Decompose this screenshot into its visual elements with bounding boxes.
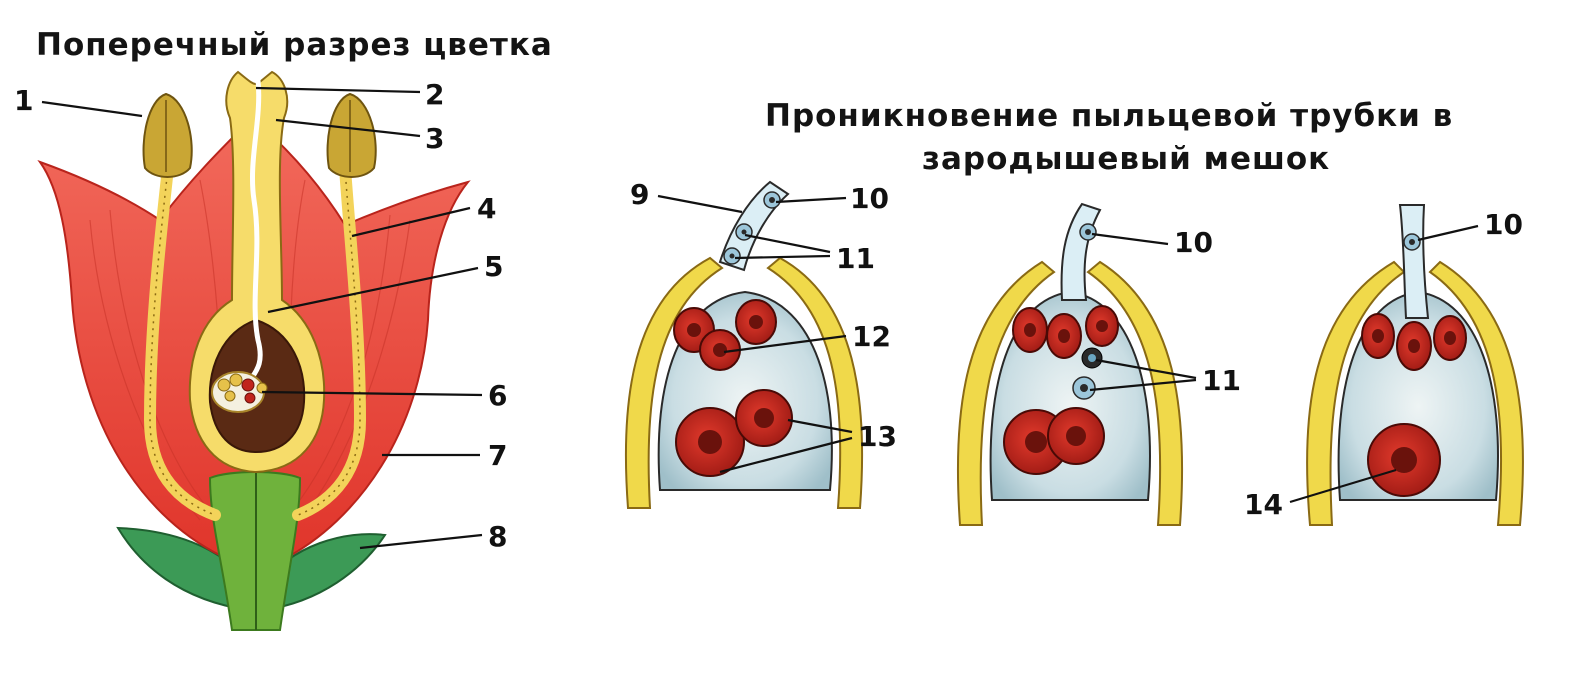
label-12: 12 (852, 320, 891, 353)
central-nuclei-2 (1003, 407, 1105, 475)
egg-apparatus-1 (673, 299, 777, 371)
anther-right (326, 92, 377, 178)
label-14: 14 (1244, 488, 1283, 521)
anther-left (142, 92, 193, 178)
label-10-b: 10 (1174, 226, 1213, 259)
flower-section: 1 2 3 4 5 6 7 8 (14, 70, 507, 631)
sepal-right (260, 533, 387, 612)
pollen-tube-title-line1: Проникновение пыльцевой трубки в (765, 98, 1454, 134)
label-2: 2 (425, 78, 444, 111)
egg-apparatus-3 (1361, 313, 1467, 371)
pollen-tube-3 (1398, 204, 1430, 319)
label-1: 1 (14, 84, 33, 117)
label-13: 13 (858, 420, 897, 453)
label-9: 9 (630, 178, 649, 211)
stage3-leader-lines (1289, 224, 1479, 504)
label-7: 7 (488, 439, 507, 472)
stage2-numbers: 10 11 (1174, 226, 1241, 397)
central-nuclei-1 (675, 389, 793, 477)
pollen-tube-2 (1060, 202, 1102, 301)
ovule-stage-2: 10 11 (956, 202, 1241, 526)
stamen-left-filament (143, 162, 221, 521)
label-5: 5 (484, 250, 503, 283)
label-11-a: 11 (836, 242, 875, 275)
label-3: 3 (425, 122, 444, 155)
stage1-numbers: 9 10 11 12 13 (630, 178, 897, 453)
label-4: 4 (477, 192, 496, 225)
label-6: 6 (488, 379, 507, 412)
flower-section-title: Поперечный разрез цветка (36, 27, 553, 63)
central-nucleus-3 (1367, 423, 1441, 497)
ovule-stage-1: 9 10 11 12 13 (624, 178, 897, 509)
flower-leader-lines (41, 86, 483, 550)
pollen-tube-style (243, 77, 263, 391)
stage3-numbers: 10 14 (1244, 208, 1523, 521)
integument-1 (624, 256, 864, 509)
label-11-b: 11 (1202, 364, 1241, 397)
pollen-tube-title-line2: зародышевый мешок (922, 141, 1331, 177)
label-10-c: 10 (1484, 208, 1523, 241)
label-8: 8 (488, 520, 507, 553)
ovule-cells (217, 373, 268, 404)
egg-apparatus-2 (1012, 305, 1119, 359)
integument-2 (956, 260, 1184, 526)
flower-numbers: 1 2 3 4 5 6 7 8 (14, 78, 507, 553)
stage2-leader-lines (1089, 232, 1197, 392)
stage1-leader-lines (657, 194, 853, 474)
stamen-right-filament (292, 162, 367, 521)
label-10-a: 10 (850, 182, 889, 215)
ovule-stage-3: 10 14 (1244, 204, 1524, 526)
